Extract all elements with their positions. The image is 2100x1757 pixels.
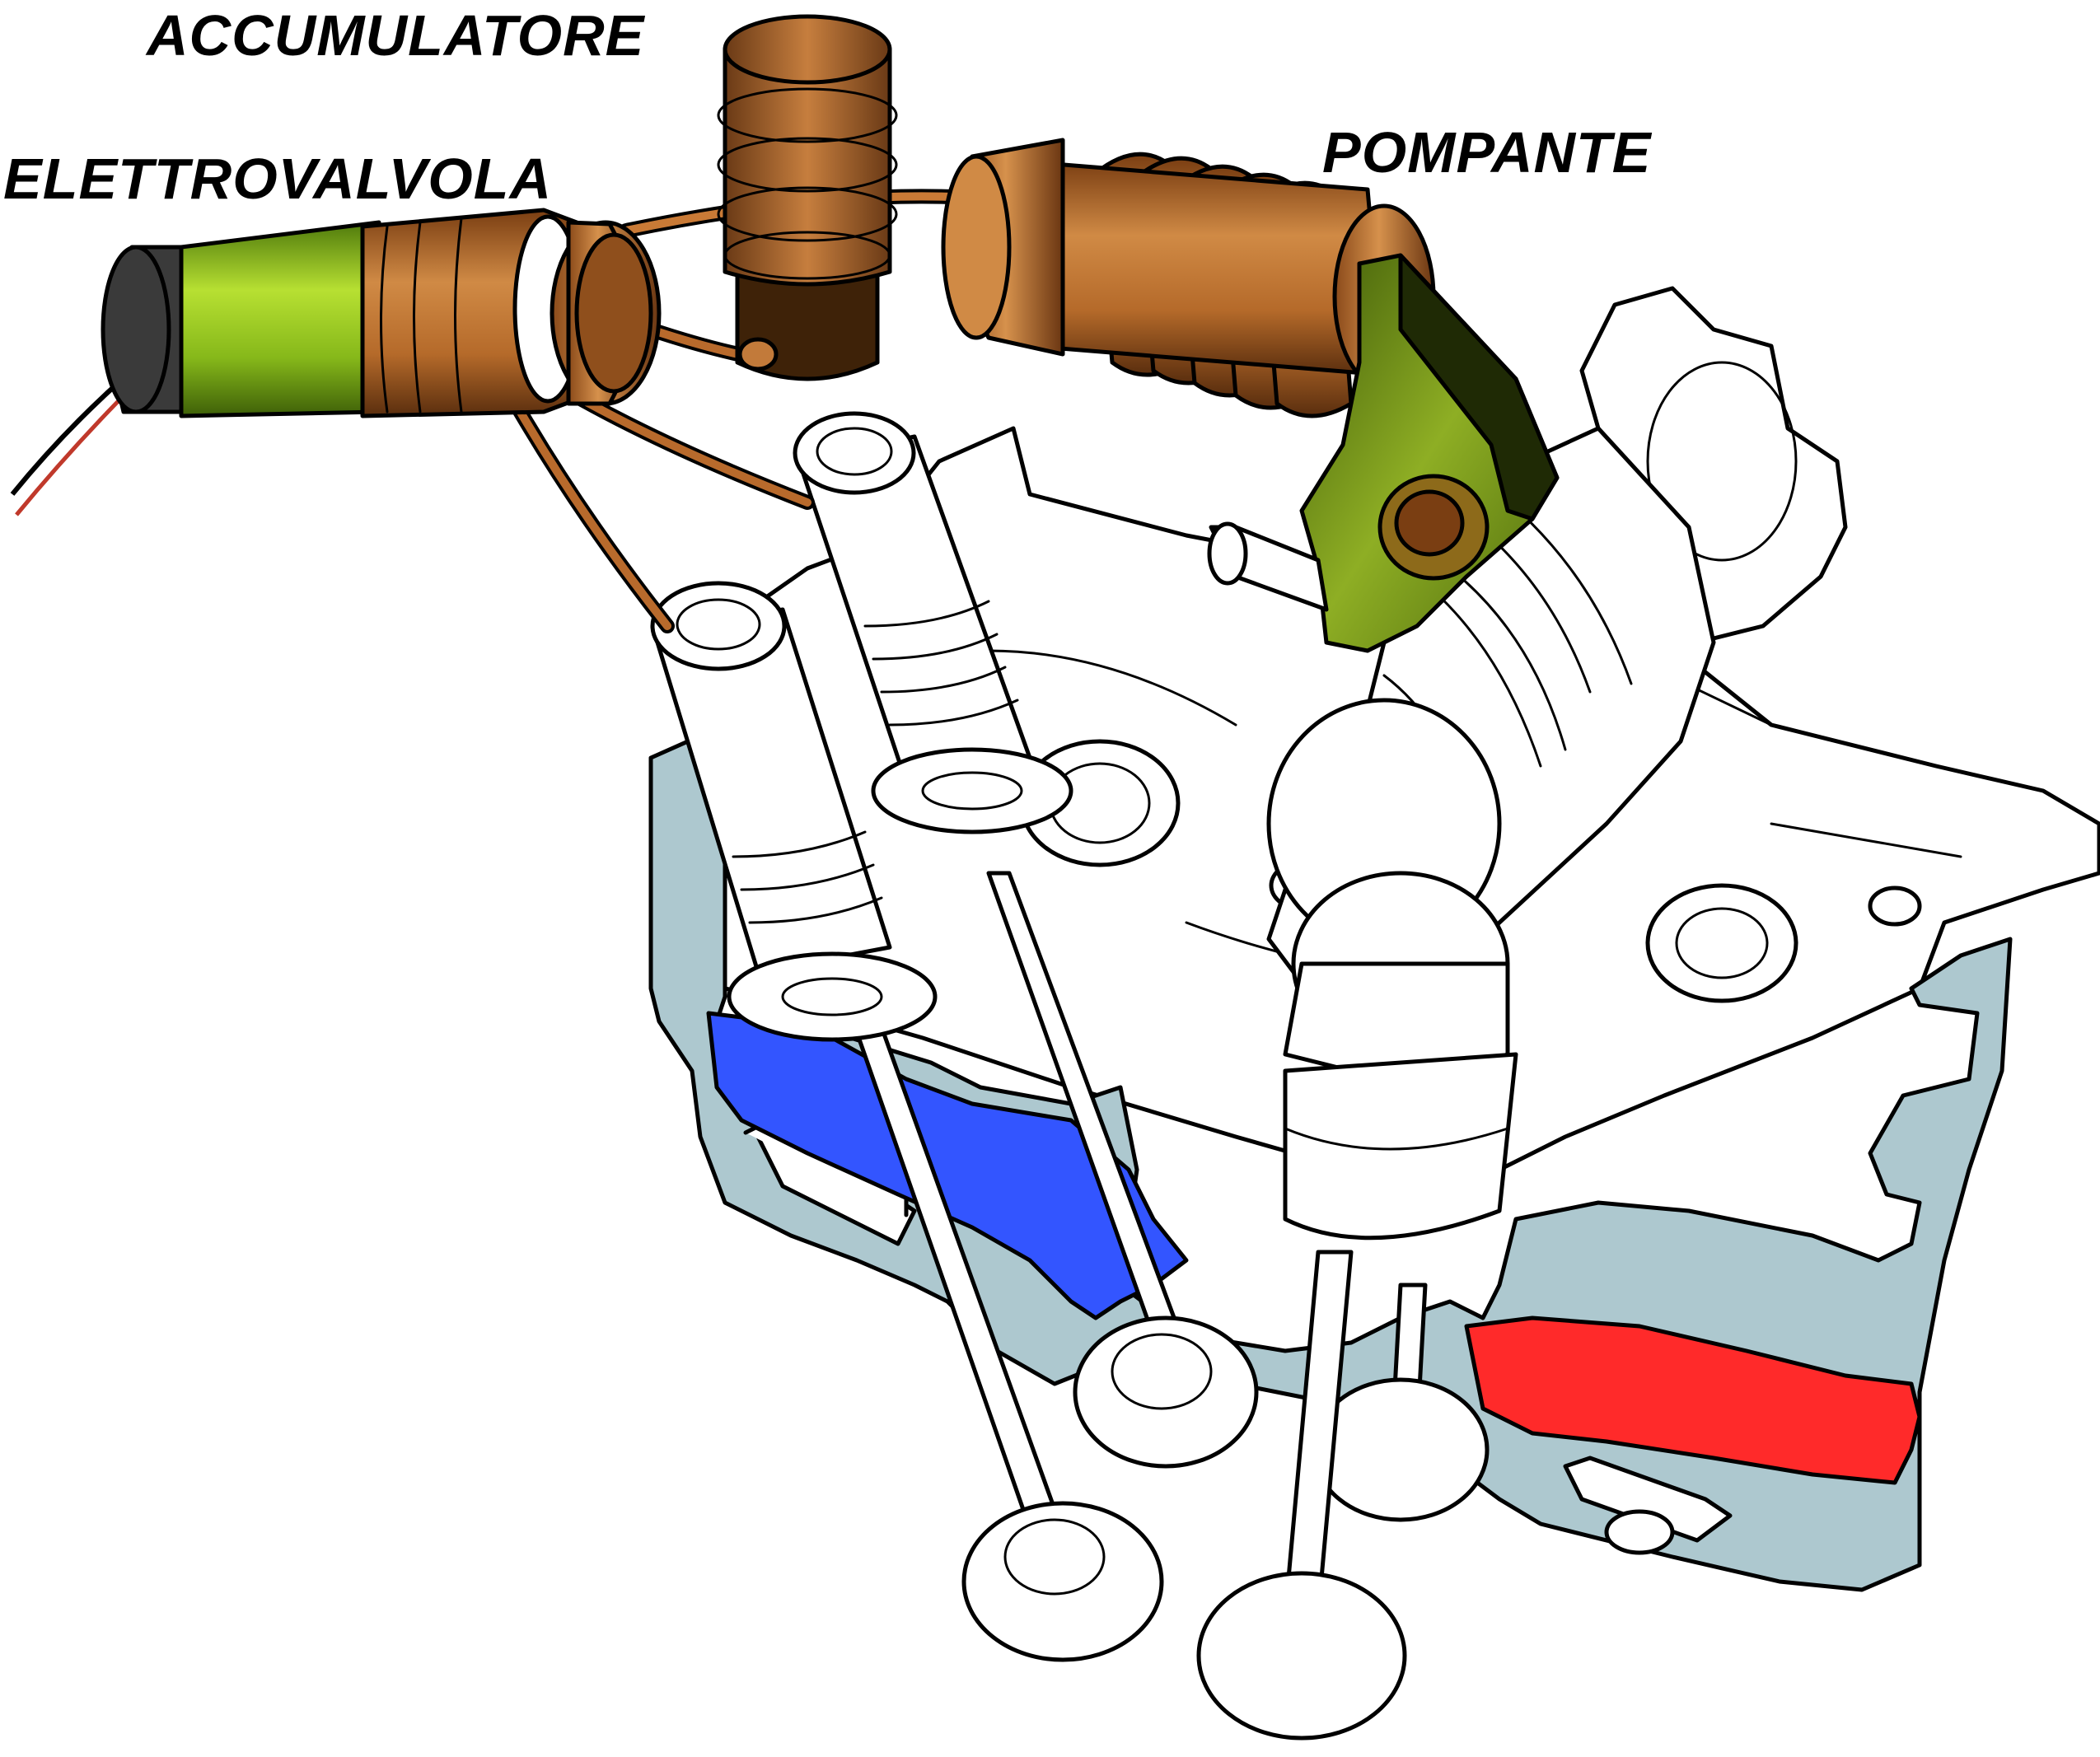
rear-valve-cap: [1207, 521, 1329, 612]
valves: [842, 871, 1490, 1741]
label-pompante: POMPANTE: [1322, 120, 1652, 185]
rocker-lever: [1299, 253, 1560, 653]
exhaust-channel: [1464, 1315, 1922, 1485]
label-accumulatore: ACCUMULATORE: [147, 3, 645, 68]
tappet-front: [650, 581, 938, 1042]
solenoid-valve: [10, 208, 662, 516]
pump: [941, 138, 1436, 418]
label-elettrovalvola: ELETTROVALVOLA: [3, 147, 553, 211]
accumulator: [717, 14, 898, 381]
camshaft: [1266, 286, 1848, 1241]
tappet-rear: [793, 411, 1073, 834]
